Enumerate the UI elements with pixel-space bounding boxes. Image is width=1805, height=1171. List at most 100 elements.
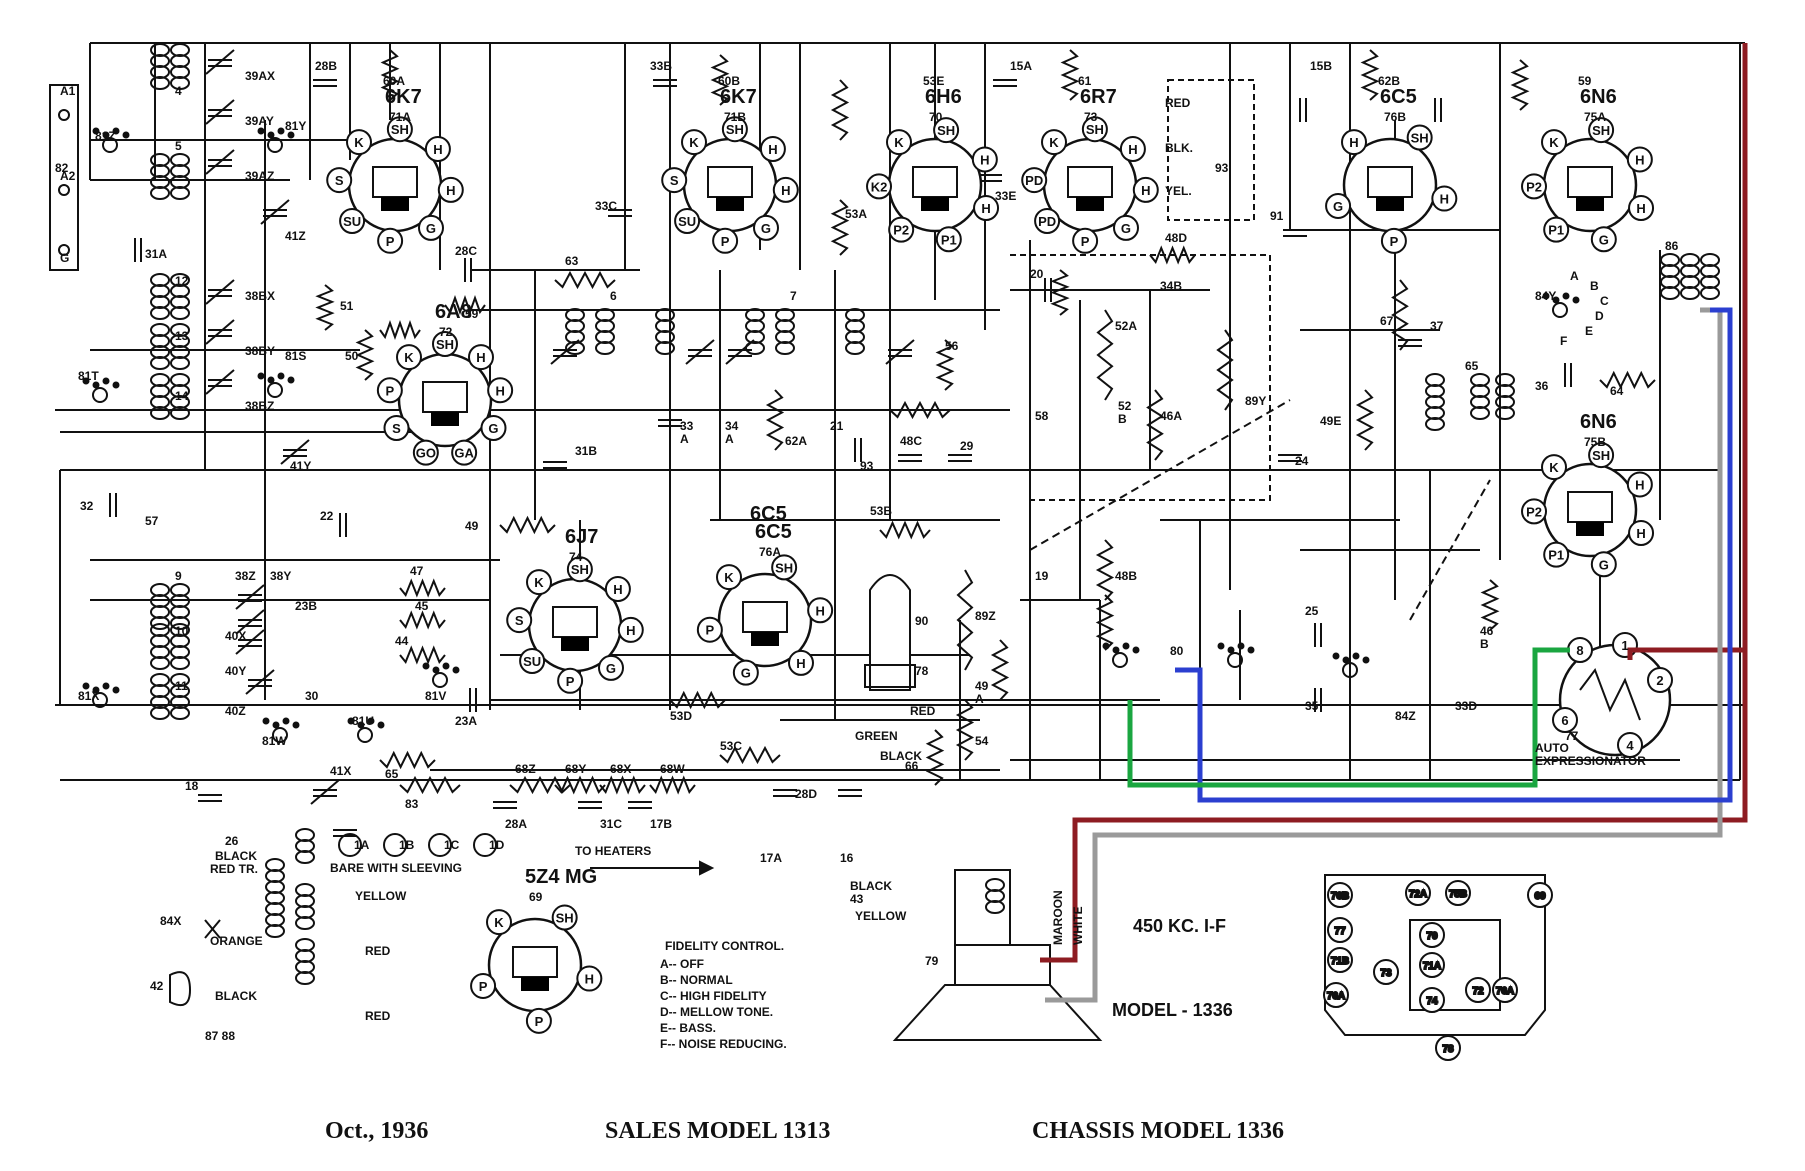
component-label-plug-42: 42 bbox=[150, 979, 164, 993]
coil-winding bbox=[595, 341, 615, 355]
dial-lamp bbox=[428, 833, 452, 857]
component-label-res-53b: 53B bbox=[870, 504, 892, 518]
model-number: MODEL - 1336 bbox=[1112, 1000, 1233, 1020]
label-line: ORANGE bbox=[210, 934, 263, 948]
tube-pin bbox=[1072, 227, 1099, 254]
label-line: 6 bbox=[610, 289, 617, 303]
tube-type-label: 6K7 bbox=[385, 86, 422, 108]
variable-capacitor-arrow bbox=[205, 149, 235, 175]
tube-pin-label: H bbox=[1635, 152, 1644, 167]
chassis-socket-label: 74 bbox=[1426, 996, 1438, 1007]
switch-contact bbox=[422, 662, 430, 670]
coil-winding bbox=[170, 306, 190, 320]
tube-pin bbox=[1431, 185, 1458, 212]
label-line: 81T bbox=[78, 369, 99, 383]
tube-pin-label: SH bbox=[571, 562, 589, 577]
tube-pin-label: P bbox=[535, 1014, 544, 1029]
component-label-cap-20: 20 bbox=[1030, 267, 1044, 281]
component-label-sw-81t: 81T bbox=[78, 369, 99, 383]
label-line: 79 bbox=[925, 954, 939, 968]
chassis-socket-label: 69 bbox=[1534, 891, 1546, 902]
tube-pin-label: H bbox=[768, 142, 777, 157]
tube-pin bbox=[396, 344, 423, 371]
resistor bbox=[1510, 59, 1530, 111]
component-label-cap-41z: 41Z bbox=[285, 229, 306, 243]
label-line: 93 bbox=[860, 459, 874, 473]
ballast-tube-90 bbox=[869, 574, 911, 691]
tube-pin-label: G bbox=[1121, 221, 1131, 236]
label-line: 57 bbox=[145, 514, 159, 528]
tube-pin bbox=[661, 167, 688, 194]
component-label-cap-35: 35 bbox=[1305, 699, 1319, 713]
label-line: 38Z bbox=[235, 569, 256, 583]
tube-pin-label: H bbox=[796, 656, 805, 671]
switch-contact bbox=[92, 127, 100, 135]
switch-contact bbox=[92, 381, 100, 389]
tube-pin-label: S bbox=[515, 613, 524, 628]
chassis-socket bbox=[1405, 880, 1431, 906]
component-label-cap-57: 57 bbox=[145, 514, 159, 528]
label-line: 81X bbox=[78, 689, 99, 703]
variable-capacitor-arrow bbox=[245, 669, 275, 695]
component-label-res-46a: 46A bbox=[1160, 409, 1182, 423]
tube-pin-label: H bbox=[495, 383, 504, 398]
fuse-84x bbox=[204, 919, 221, 939]
transformer-winding bbox=[1425, 417, 1445, 431]
tube-pin-label: SH bbox=[1411, 131, 1429, 146]
tube-pin-label: K bbox=[534, 575, 544, 590]
tube-pin bbox=[771, 554, 798, 581]
auto-expressionator-pin-label: 1 bbox=[1621, 638, 1628, 653]
tube-pin bbox=[487, 377, 514, 404]
label-line: 35 bbox=[1305, 699, 1319, 713]
component-label-wire-green: GREEN bbox=[855, 729, 898, 743]
label-line: 28D bbox=[795, 787, 817, 801]
tube-pin-label: G bbox=[1333, 199, 1343, 214]
switch-contact bbox=[347, 717, 355, 725]
coil-winding bbox=[150, 356, 170, 370]
label-line: 84Z bbox=[1395, 709, 1416, 723]
label-line: 46A bbox=[1160, 409, 1182, 423]
speaker-frame bbox=[954, 869, 1011, 946]
shaft-link bbox=[1409, 479, 1491, 621]
tube-type-label: 5Z4 MG bbox=[525, 866, 597, 888]
dashed-link bbox=[1010, 254, 1271, 501]
resistor bbox=[1149, 245, 1196, 265]
switch-contact bbox=[452, 666, 460, 674]
label-line: 89Z bbox=[975, 609, 996, 623]
component-label-cap-93: 93 bbox=[860, 459, 874, 473]
component-label-cap-17a: 17A bbox=[760, 851, 782, 865]
tube-pin-label: P1 bbox=[1548, 223, 1564, 238]
label-line: YELLOW bbox=[855, 909, 907, 923]
tube-pin bbox=[566, 556, 593, 583]
arrow-head bbox=[699, 860, 715, 876]
label-line: 17A bbox=[760, 851, 782, 865]
label-line: 6C5 bbox=[750, 503, 787, 525]
label-line: 68W bbox=[660, 762, 685, 776]
component-label-sw-84y: 84Y bbox=[1535, 289, 1556, 303]
component-label-coil-13: 13 bbox=[175, 329, 189, 343]
component-label-cap-23b: 23B bbox=[295, 599, 317, 613]
coil-winding bbox=[170, 656, 190, 670]
hv-winding bbox=[295, 971, 315, 985]
label-line: 40Z bbox=[225, 704, 246, 718]
label-line: 23B bbox=[295, 599, 317, 613]
coil-winding bbox=[170, 76, 190, 90]
tube-pin-label: G bbox=[488, 421, 498, 436]
component-label-auto-77: 77 bbox=[1565, 729, 1579, 743]
variable-capacitor-arrow bbox=[205, 49, 235, 75]
switch-rotor bbox=[102, 137, 118, 153]
variable-capacitor-arrow bbox=[550, 339, 580, 365]
tube-pin bbox=[696, 616, 723, 643]
chassis-socket-label: 76A bbox=[1496, 986, 1514, 997]
label-line: BLACK bbox=[880, 749, 922, 763]
tube-pin bbox=[412, 439, 439, 466]
variable-capacitor-arrow bbox=[205, 319, 235, 345]
switch-contact bbox=[1332, 652, 1340, 660]
label-line: RED bbox=[365, 944, 391, 958]
tube-pin-label: P2 bbox=[1526, 179, 1542, 194]
resistor bbox=[444, 295, 486, 315]
label-line: 41Y bbox=[290, 459, 311, 473]
tube-pin-label: G bbox=[426, 221, 436, 236]
auto-expressionator-pin bbox=[1617, 732, 1643, 758]
